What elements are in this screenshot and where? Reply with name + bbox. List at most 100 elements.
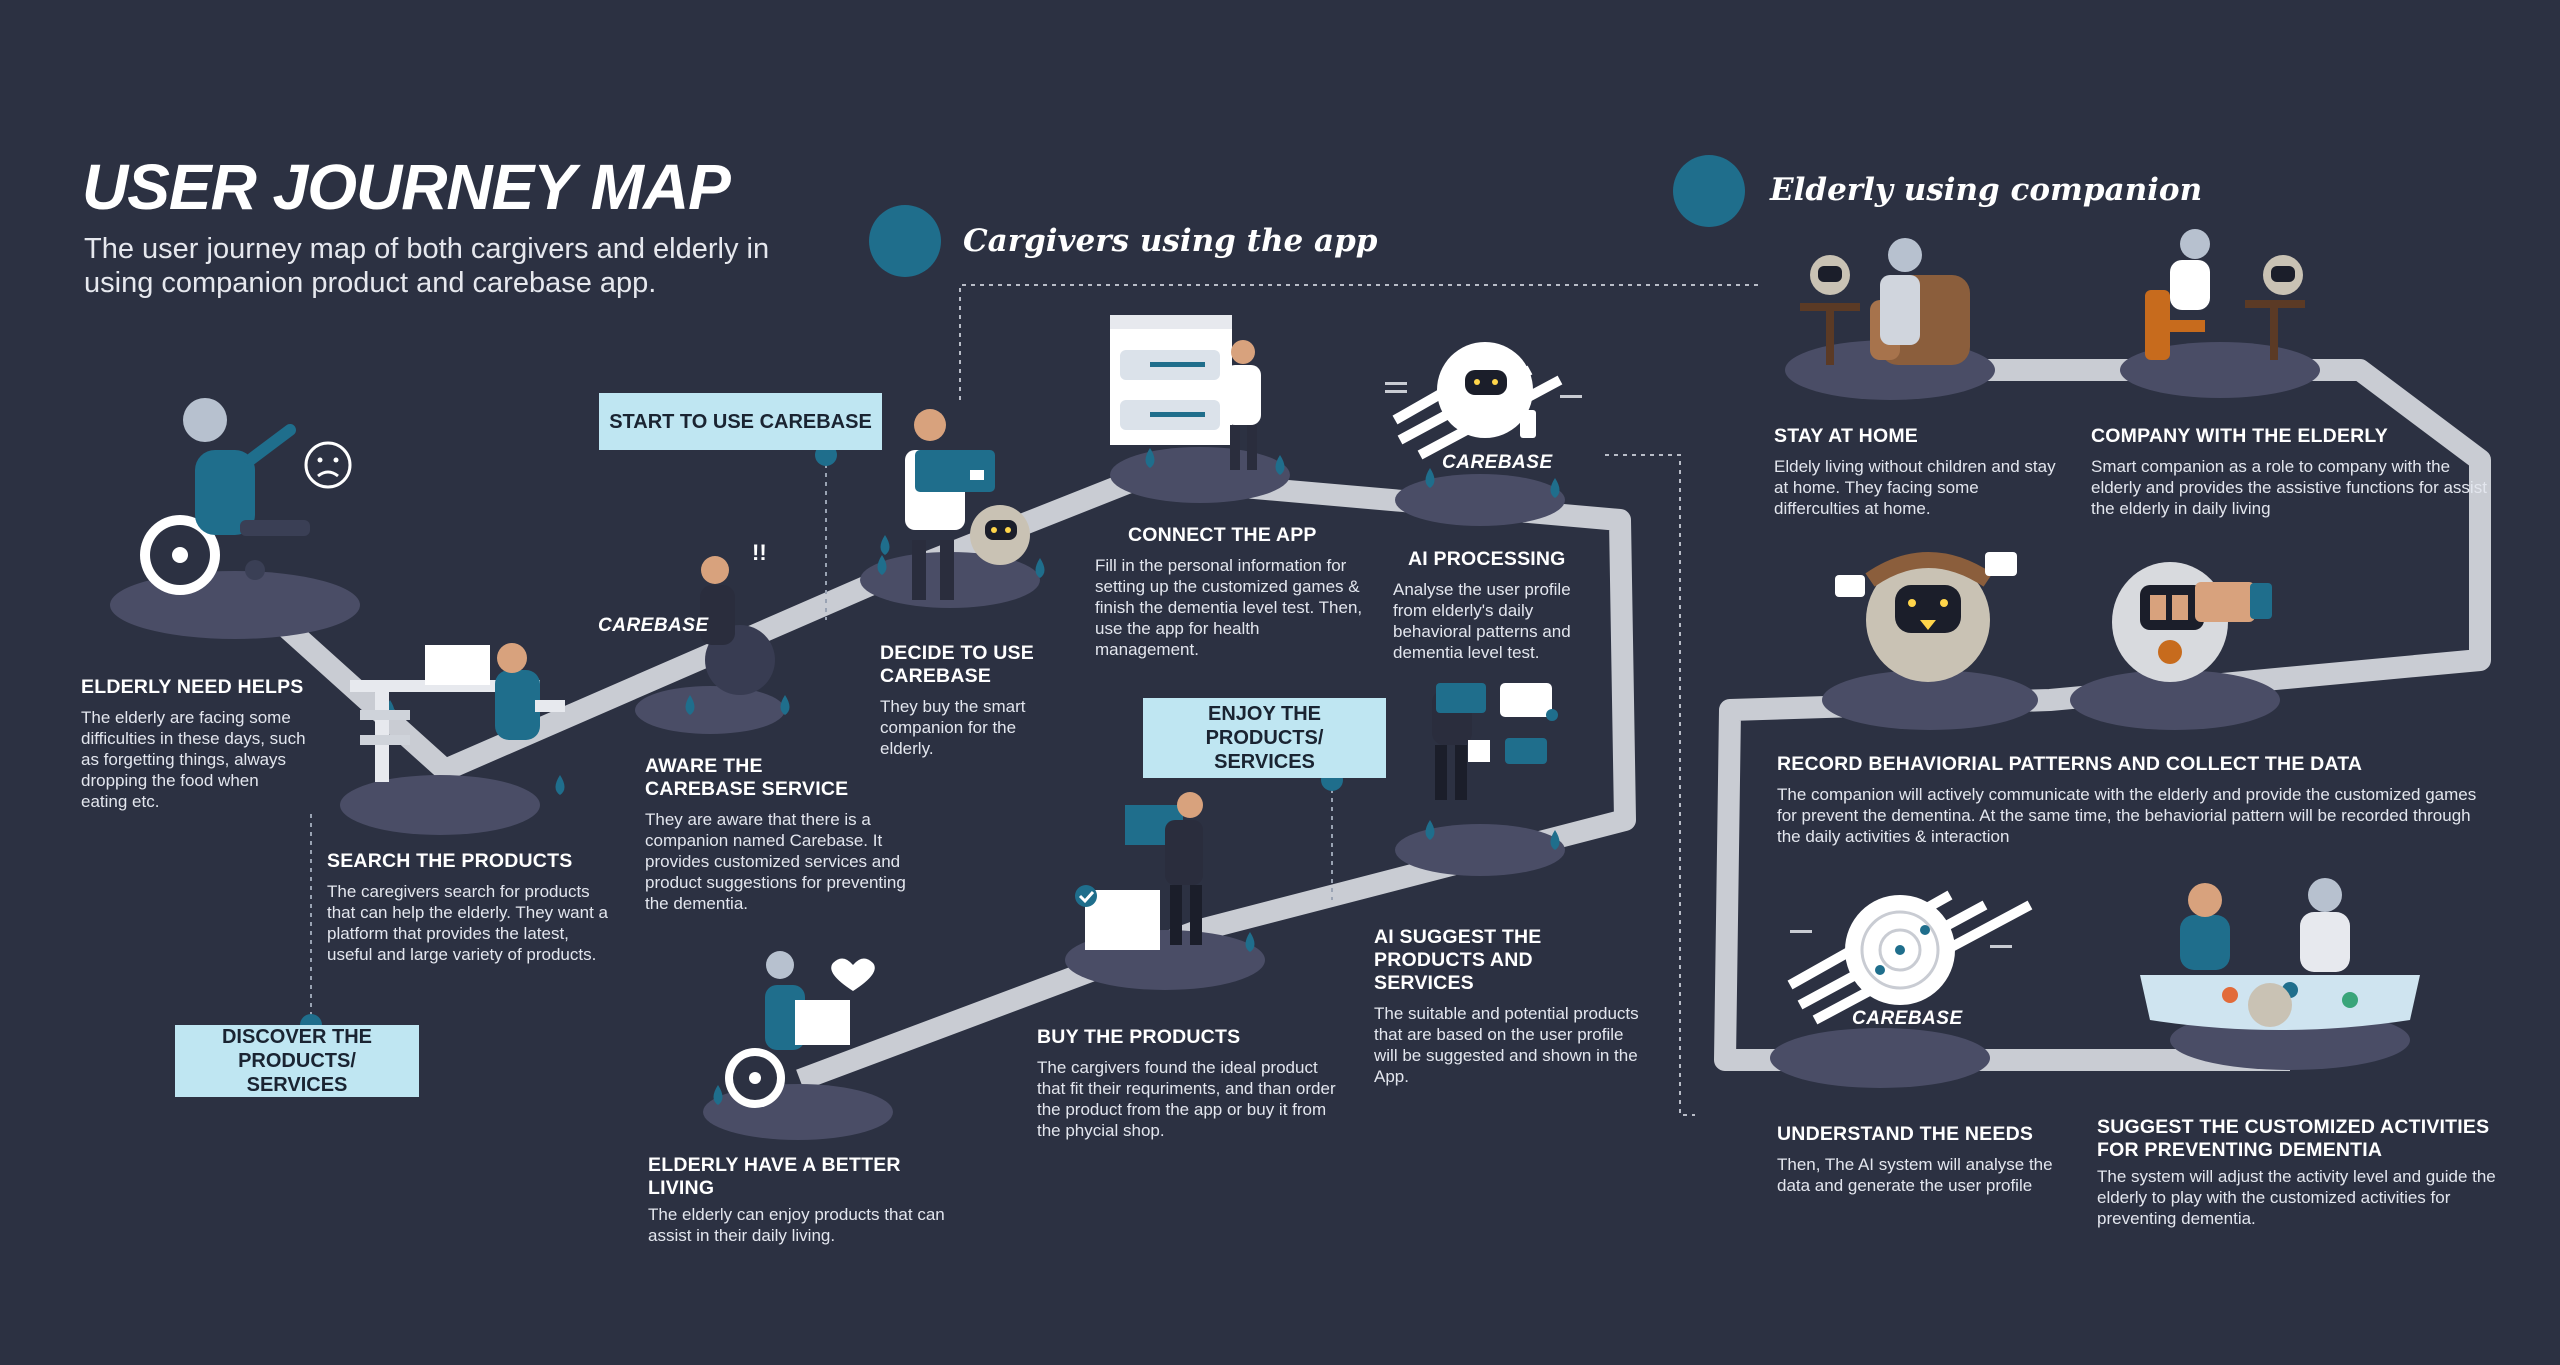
callout-enjoy-products: ENJOY THE PRODUCTS/ SERVICES — [1143, 698, 1386, 778]
svg-text:!!: !! — [752, 540, 767, 565]
dotted-connector — [959, 284, 1760, 400]
drop-icon — [877, 555, 887, 575]
step-title: CONNECT THE APP — [1128, 524, 1317, 546]
carebase-logo: CAREBASE — [1442, 452, 1553, 473]
elderly-happy-illustration — [725, 951, 875, 1108]
callout-discover-products: DISCOVER THE PRODUCTS/ SERVICES — [175, 1025, 419, 1097]
step-ai-processing: AI PROCESSING Analyse the user profile f… — [1393, 548, 1603, 663]
step-title: ELDERLY NEED HELPS — [81, 676, 304, 698]
callout-start-carebase: START TO USE CAREBASE — [599, 393, 882, 450]
step-description: Smart companion as a role to company wit… — [2091, 457, 2487, 518]
drop-icon — [1550, 830, 1560, 850]
step-title: STAY AT HOME — [1774, 425, 1918, 447]
platform — [1395, 474, 1565, 526]
step-description: Analyse the user profile from elderly's … — [1393, 580, 1571, 662]
step-aware-carebase: AWARE THE CAREBASE SERVICE They are awar… — [645, 755, 920, 914]
carebase-logo: CAREBASE — [1852, 1008, 1963, 1029]
platform — [635, 686, 785, 734]
step-decide-carebase: DECIDE TO USE CAREBASE They buy the smar… — [880, 642, 1060, 759]
elderly-armchair-illustration — [1800, 238, 1970, 365]
drop-icon — [1035, 558, 1045, 578]
companion-robot-video-illustration — [2112, 562, 2272, 682]
step-title: RECORD BEHAVIORIAL PATTERNS AND COLLECT … — [1777, 753, 2363, 775]
elderly-activity-table-illustration — [2140, 878, 2420, 1030]
step-title: AWARE THE CAREBASE SERVICE — [645, 755, 849, 800]
step-description: The companion will actively communicate … — [1777, 785, 2477, 846]
step-title: UNDERSTAND THE NEEDS — [1777, 1123, 2034, 1145]
drop-icon — [1550, 478, 1560, 498]
elderly-journey-path — [1714, 359, 2491, 1071]
step-ai-suggest: AI SUGGEST THE PRODUCTS AND SERVICES The… — [1374, 926, 1644, 1087]
drop-icon — [780, 695, 790, 715]
ai-radar-illustration — [1787, 890, 2033, 1025]
drop-icon — [713, 1085, 723, 1105]
elderly-wheelchair-illustration — [140, 398, 310, 595]
computer-desk-illustration — [350, 643, 565, 782]
step-connect-app: CONNECT THE APP Fill in the personal inf… — [1095, 524, 1365, 660]
drop-icon — [1425, 468, 1435, 488]
step-title: BUY THE PRODUCTS — [1037, 1026, 1241, 1048]
caregivers-section-badge — [869, 205, 941, 277]
step-better-living: ELDERLY HAVE A BETTER LIVING The elderly… — [648, 1154, 968, 1246]
drop-icon — [880, 535, 890, 555]
page-subtitle: The user journey map of both cargivers a… — [84, 233, 770, 299]
platform — [1110, 447, 1290, 503]
step-title: AI PROCESSING — [1408, 548, 1566, 570]
drop-icon — [1425, 820, 1435, 840]
dotted-connector — [1605, 454, 1695, 1116]
platform — [340, 775, 540, 835]
step-description: Then, The AI system will analyse the dat… — [1777, 1155, 2053, 1195]
platform — [2070, 670, 2280, 730]
step-description: Fill in the personal information for set… — [1095, 556, 1363, 659]
drop-icon — [685, 695, 695, 715]
step-title: SUGGEST THE CUSTOMIZED ACTIVITIES FOR PR… — [2097, 1116, 2490, 1161]
drop-icon — [1145, 448, 1155, 468]
buy-products-illustration — [1075, 792, 1203, 950]
elderly-section-badge — [1673, 155, 1745, 227]
platform — [1822, 670, 2038, 730]
step-description: The cargivers found the ideal product th… — [1037, 1058, 1336, 1140]
step-description: The caregivers search for products that … — [327, 882, 608, 964]
ai-robot-illustration — [1385, 342, 1582, 460]
carebase-logo: CAREBASE — [598, 615, 709, 636]
elderly-reading-illustration — [2145, 229, 2305, 360]
step-title: COMPANY WITH THE ELDERLY — [2091, 425, 2388, 447]
step-description: The suitable and potential products that… — [1374, 1004, 1639, 1086]
step-search-products: SEARCH THE PRODUCTS The caregivers searc… — [327, 850, 617, 965]
platform — [110, 571, 360, 639]
drop-icon — [555, 775, 565, 795]
step-understand-needs: UNDERSTAND THE NEEDS Then, The AI system… — [1777, 1123, 2067, 1196]
platform — [1770, 1028, 1990, 1088]
step-title: AI SUGGEST THE PRODUCTS AND SERVICES — [1374, 926, 1542, 994]
drop-icon — [1245, 932, 1255, 952]
step-description: The elderly can enjoy products that can … — [648, 1205, 945, 1245]
step-title: DECIDE TO USE CAREBASE — [880, 642, 1034, 687]
step-description: The elderly are facing some difficulties… — [81, 708, 306, 811]
step-company-elderly: COMPANY WITH THE ELDERLY Smart companion… — [2091, 425, 2491, 519]
step-stay-at-home: STAY AT HOME Eldely living without child… — [1774, 425, 2064, 519]
step-title: ELDERLY HAVE A BETTER LIVING — [648, 1154, 901, 1199]
platform — [1395, 824, 1565, 876]
page-title: USER JOURNEY MAP — [82, 151, 731, 223]
step-description: The system will adjust the activity leve… — [2097, 1167, 2496, 1228]
app-screen-illustration — [1110, 315, 1261, 470]
buy-companion-illustration — [905, 409, 1030, 600]
step-title: SEARCH THE PRODUCTS — [327, 850, 573, 872]
elderly-section-title: Elderly using companion — [1770, 172, 2203, 208]
caregiver-thinking-illustration: !! — [700, 540, 775, 695]
step-description: Eldely living without children and stay … — [1774, 457, 2056, 518]
step-buy-products: BUY THE PRODUCTS The cargivers found the… — [1037, 1026, 1347, 1141]
step-description: They are aware that there is a companion… — [645, 810, 906, 913]
sad-face-icon — [304, 441, 352, 489]
companion-robot-illustration — [1835, 552, 2017, 682]
step-description: They buy the smart companion for the eld… — [880, 697, 1026, 758]
step-record-patterns: RECORD BEHAVIORIAL PATTERNS AND COLLECT … — [1777, 753, 2477, 847]
step-suggest-activities: SUGGEST THE CUSTOMIZED ACTIVITIES FOR PR… — [2097, 1116, 2502, 1229]
drop-icon — [1275, 455, 1285, 475]
caregivers-section-title: Cargivers using the app — [963, 223, 1378, 259]
product-suggestion-illustration — [1432, 683, 1558, 800]
step-elderly-need-helps: ELDERLY NEED HELPS The elderly are facin… — [81, 676, 306, 812]
heart-icon — [831, 958, 875, 991]
